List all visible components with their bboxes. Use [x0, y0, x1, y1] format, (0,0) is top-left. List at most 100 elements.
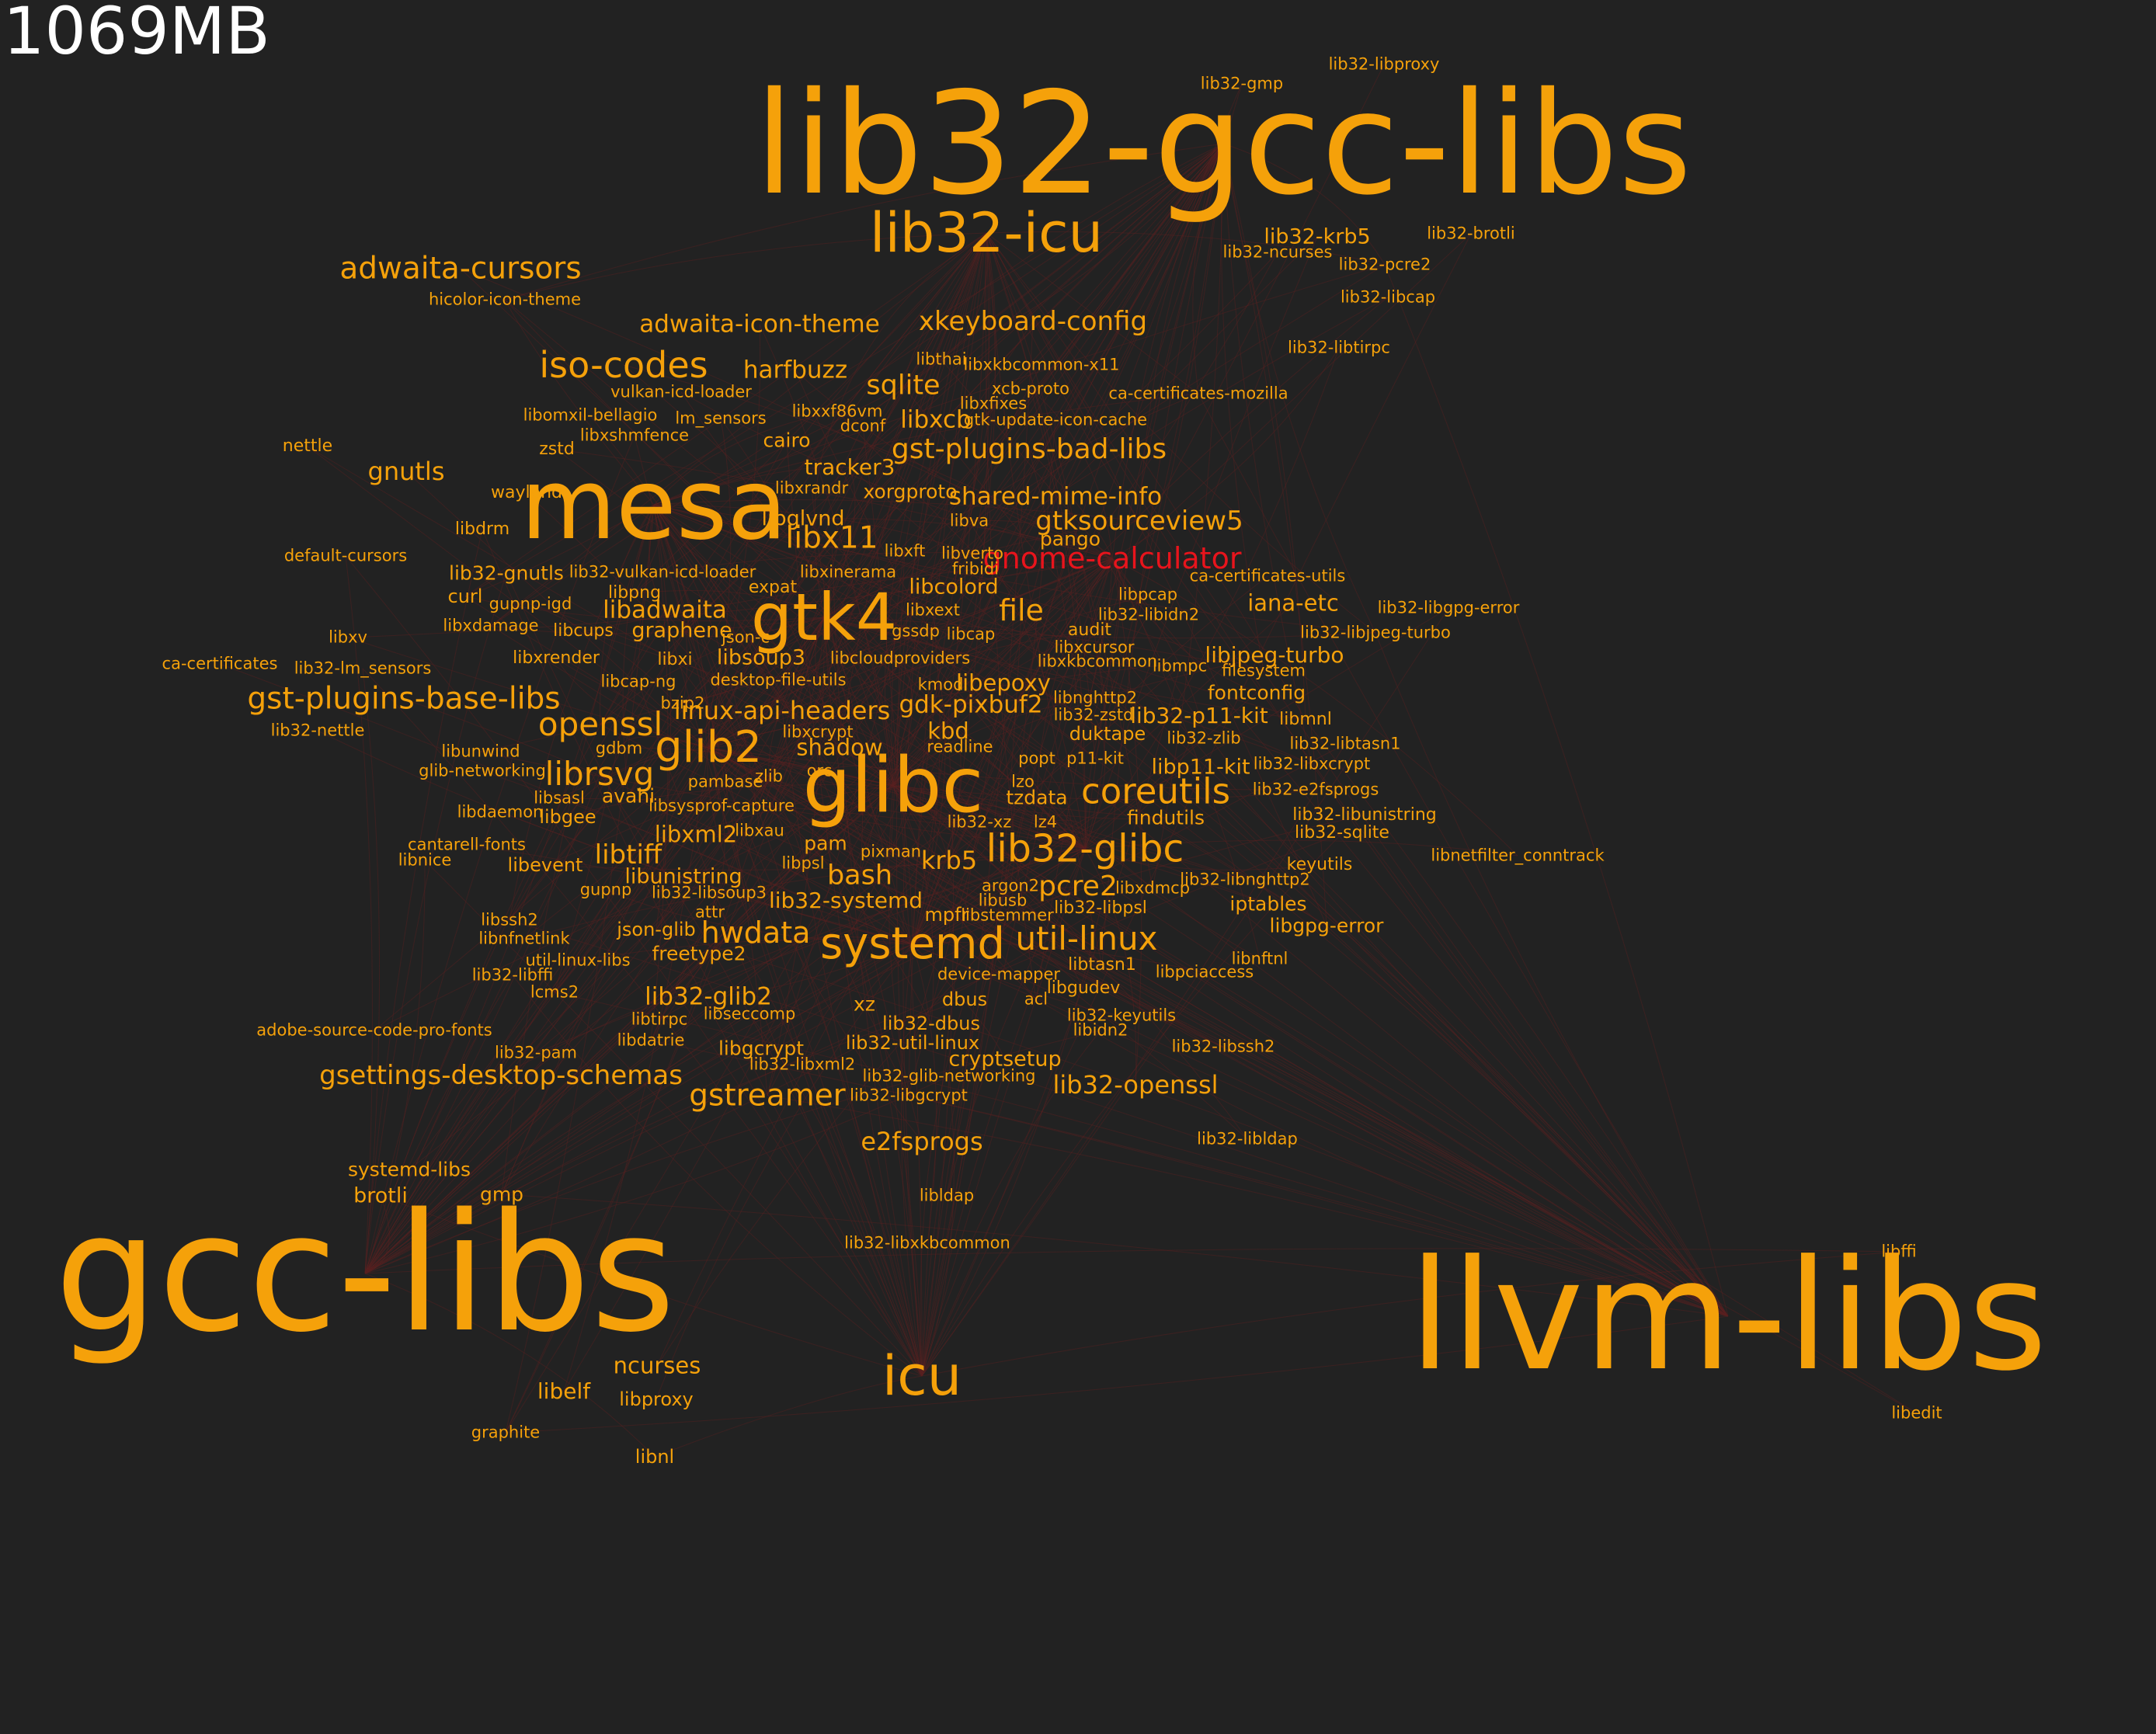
dependency-edge-40	[892, 785, 1000, 975]
dependency-edge-391	[1152, 888, 1729, 1317]
dependency-edge-500	[760, 558, 1113, 1049]
dependency-edge-251	[1084, 614, 1149, 850]
dependency-edge-340	[1221, 143, 1264, 672]
dependency-edge-433	[721, 805, 923, 1377]
package-node-wayland: wayland	[491, 483, 562, 502]
dependency-edge-357	[767, 1095, 1729, 1317]
package-node-libidn2: libidn2	[1073, 1020, 1128, 1040]
dependency-edge-512	[1030, 388, 1113, 559]
package-node-libdatrie: libdatrie	[617, 1030, 685, 1050]
dependency-edge-202	[653, 411, 838, 506]
dependency-edge-150	[708, 747, 932, 1024]
dependency-edge-210	[653, 504, 1313, 765]
dependency-edge-70	[823, 359, 942, 618]
dependency-edge-524	[1111, 558, 1518, 857]
dependency-edge-141	[708, 419, 937, 749]
dependency-edge-239	[912, 848, 1086, 1044]
package-node-libpcap: libpcap	[1118, 585, 1178, 604]
dependency-edge-360	[1139, 520, 1729, 1317]
dependency-edge-525	[523, 558, 1113, 940]
dependency-edge-518	[1093, 558, 1121, 716]
dependency-edge-345	[759, 143, 1224, 832]
package-node-lib32-ncurses: lib32-ncurses	[1222, 242, 1333, 262]
dependency-edge-142	[695, 747, 719, 836]
dependency-edge-453	[953, 232, 991, 588]
dependency-edge-25	[720, 418, 894, 787]
dependency-edge-143	[708, 655, 1275, 749]
dependency-edge-295	[364, 631, 916, 1274]
dependency-edge-59	[628, 617, 825, 797]
dependency-edge-64	[823, 617, 1306, 721]
dependency-edge-149	[567, 747, 709, 818]
package-node-argon2: argon2	[982, 876, 1039, 895]
dependency-edge-358	[902, 385, 1729, 1317]
package-node-tzdata: tzdata	[1006, 786, 1068, 809]
package-node-libmpc: libmpc	[1152, 656, 1208, 676]
package-node-cantarell-fonts: cantarell-fonts	[408, 835, 526, 854]
dependency-edge-425	[921, 233, 1472, 1377]
dependency-edge-495	[656, 558, 1113, 1367]
dependency-edge-214	[653, 504, 892, 853]
dependency-edge-101	[683, 876, 913, 945]
package-node-lib32-libgcrypt: lib32-libgcrypt	[850, 1086, 968, 1105]
dependency-edge-427	[902, 631, 923, 1377]
package-node-lib32-glib2: lib32-glib2	[645, 982, 772, 1011]
dependency-edge-230	[970, 704, 1086, 850]
dependency-edge-494	[970, 558, 1113, 706]
dependency-edge-12	[885, 491, 911, 787]
package-node-util-linux-libs: util-linux-libs	[525, 950, 631, 970]
package-node-lib32-libldap: lib32-libldap	[1197, 1129, 1298, 1148]
dependency-edge-324	[628, 143, 1224, 797]
dependency-edge-90	[912, 232, 987, 945]
package-node-libnice: libnice	[398, 850, 452, 870]
dependency-edge-254	[1084, 714, 1106, 850]
package-node-libnghttp2: libnghttp2	[1052, 688, 1138, 707]
dependency-edge-219	[650, 504, 669, 1041]
dependency-edge-113	[811, 488, 913, 945]
dependency-edge-321	[953, 143, 1224, 588]
package-node-libnetfilter-conntrack: libnetfilter_conntrack	[1431, 846, 1605, 865]
package-node-gdk-pixbuf2: gdk-pixbuf2	[899, 690, 1043, 719]
package-node-lib32-pcre2: lib32-pcre2	[1338, 255, 1431, 274]
dependency-edge-29	[892, 594, 1149, 787]
dependency-edge-169	[708, 747, 980, 823]
dependency-edge-229	[795, 370, 1086, 850]
package-node-graphite: graphite	[471, 1423, 541, 1442]
dependency-edge-417	[921, 832, 1343, 1377]
dependency-edge-376	[490, 625, 1729, 1317]
dependency-edge-506	[558, 558, 1113, 799]
dependency-edge-367	[1326, 925, 1729, 1317]
package-node-mpfr: mpfr	[924, 904, 969, 926]
dependency-edge-402	[921, 321, 1034, 1377]
package-node-ca-certificates: ca-certificates	[162, 654, 278, 673]
dependency-edge-274	[364, 731, 949, 1274]
dependency-edge-307	[364, 1030, 1101, 1274]
package-node-zstd: zstd	[539, 440, 575, 459]
dependency-edge-352	[908, 143, 1224, 1096]
package-node-adwaita-icon-theme: adwaita-icon-theme	[639, 310, 880, 339]
package-node-findutils: findutils	[1126, 806, 1205, 829]
package-node-duktape: duktape	[1069, 723, 1146, 745]
dependency-edge-104	[912, 538, 1071, 945]
dependency-edge-329	[1222, 143, 1306, 721]
dependency-edge-471	[970, 232, 996, 635]
package-node-adwaita-cursors: adwaita-cursors	[339, 251, 582, 287]
dependency-edge-111	[219, 663, 913, 945]
dependency-edge-460	[986, 232, 1103, 966]
package-node-graphene: graphene	[631, 618, 732, 643]
dependency-edge-483	[650, 232, 987, 1041]
package-node-util-linux: util-linux	[1015, 919, 1158, 957]
dependency-edge-16	[567, 784, 894, 818]
package-node-lib32-libjpeg-turbo: lib32-libjpeg-turbo	[1300, 623, 1451, 642]
dependency-edge-466	[836, 232, 987, 412]
dependency-edge-176	[708, 747, 1248, 1140]
dependency-edge-206	[653, 504, 1376, 634]
dependency-edge-175	[708, 747, 1224, 1048]
package-node-libthai: libthai	[916, 349, 967, 369]
package-node-gst-plugins-bad-libs: gst-plugins-bad-libs	[891, 433, 1167, 465]
package-node-libva: libva	[949, 511, 989, 530]
package-node-libsysprof-capture: libsysprof-capture	[649, 796, 795, 815]
dependency-edge-223	[921, 848, 1086, 1377]
dependency-edge-346	[890, 143, 1224, 853]
dependency-edge-172	[708, 747, 725, 913]
